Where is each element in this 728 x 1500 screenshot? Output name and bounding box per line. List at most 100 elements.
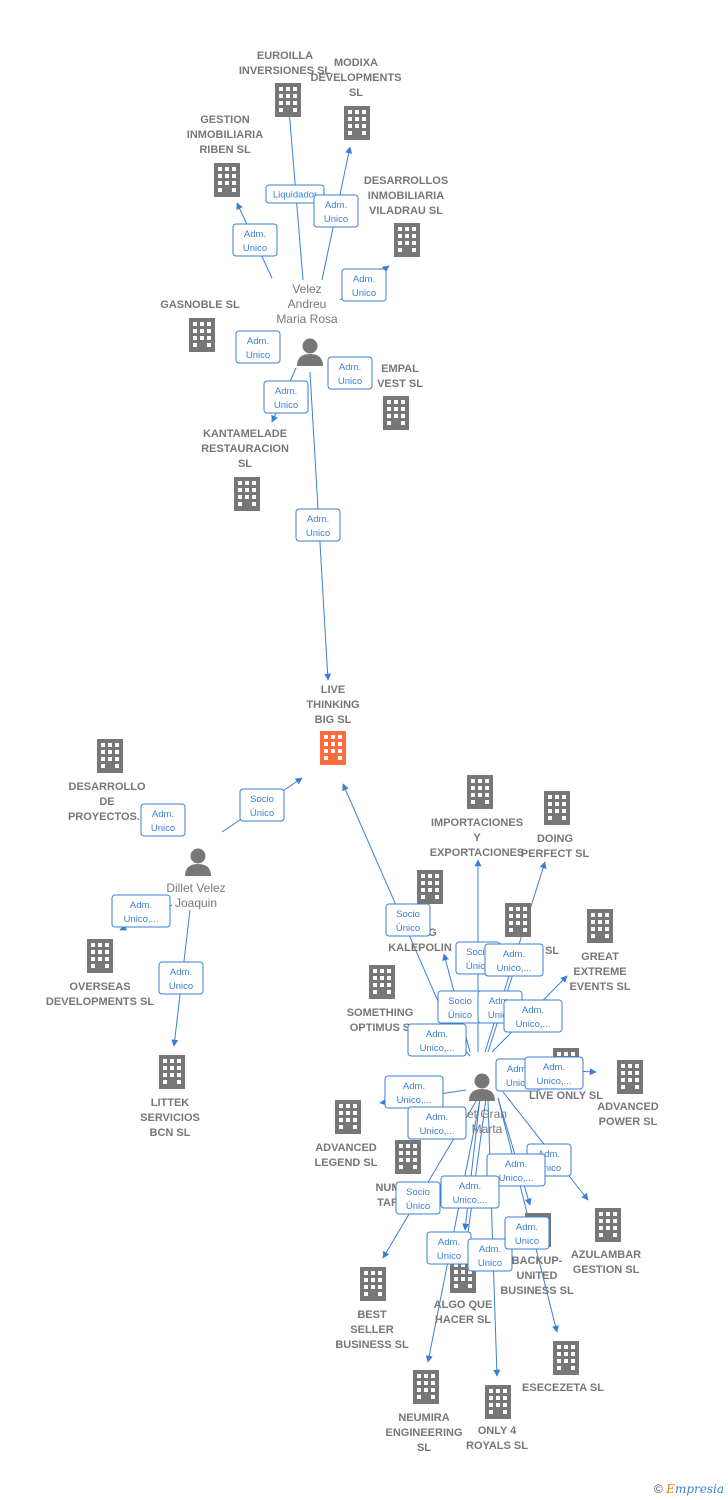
relation-label-text: Unico,... xyxy=(537,1076,572,1087)
company-only4-label: ONLY 4 xyxy=(478,1425,517,1437)
building-icon xyxy=(413,1370,439,1404)
company-node-sl_mid[interactable]: SL xyxy=(505,903,559,957)
relation-label-e3[interactable]: Adm.Unico xyxy=(232,223,278,257)
relation-label-e2[interactable]: Adm.Unico xyxy=(313,194,359,228)
company-kalepolin-label: KALEPOLIN xyxy=(388,942,452,954)
relation-label-text: Adm. xyxy=(507,1064,529,1075)
company-great-label: EVENTS SL xyxy=(569,981,630,993)
person-velez-label: Maria Rosa xyxy=(276,312,338,326)
relation-label-e10[interactable]: Adm.Unico xyxy=(140,803,186,837)
company-node-gasnoble[interactable]: GASNOBLE SL xyxy=(160,299,240,352)
company-bestseller-label: BEST xyxy=(357,1309,387,1321)
relation-label-e23[interactable]: Adm.Unico,... xyxy=(407,1106,467,1140)
relation-label-e6[interactable]: Adm.Unico xyxy=(327,356,373,390)
company-euroilla-label: INVERSIONES SL xyxy=(239,65,332,77)
relation-label-text: Adm. xyxy=(170,967,192,978)
relation-label-e21[interactable]: Adm. Unico,... xyxy=(524,1056,584,1090)
relation-label-text: Adm. xyxy=(426,1029,448,1040)
company-advpower-label: POWER SL xyxy=(599,1116,658,1128)
company-gasnoble-label: GASNOBLE SL xyxy=(160,299,240,311)
company-node-something[interactable]: SOMETHING OPTIMUS S xyxy=(347,965,414,1034)
relation-label-e28[interactable]: Adm.Unico xyxy=(426,1231,472,1265)
company-doing-label: DOING xyxy=(537,833,573,845)
company-backup-label: BUSINESS SL xyxy=(500,1285,574,1297)
building-icon xyxy=(505,903,531,937)
relation-label-text: Adm. xyxy=(426,1112,448,1123)
relation-label-e8[interactable]: Adm.Unico xyxy=(295,508,341,542)
company-something-label: OPTIMUS S xyxy=(350,1022,411,1034)
copyright-icon: © xyxy=(653,1482,663,1496)
relation-label-text: Unico,... xyxy=(516,1019,551,1030)
company-node-doing[interactable]: DOING PERFECT SL xyxy=(521,791,590,860)
company-node-liveonly[interactable]: LIVE ONLY SL xyxy=(529,1048,603,1102)
relation-label-text: Unico,... xyxy=(124,914,159,925)
relation-label-e25[interactable]: Adm.Unico,... xyxy=(486,1153,546,1187)
relation-edge-21 xyxy=(487,1099,501,1377)
company-azulambar-label: AZULAMBAR xyxy=(571,1249,641,1261)
company-algoque-label: HACER SL xyxy=(435,1314,492,1326)
relation-label-e22[interactable]: Adm.Unico,... xyxy=(384,1075,444,1109)
relation-edge-20 xyxy=(425,1099,481,1363)
building-icon xyxy=(485,1385,511,1419)
relation-label-e4[interactable]: Adm.Unico xyxy=(341,268,387,302)
relation-label-text: Unico,... xyxy=(497,963,532,974)
relation-label-e11[interactable]: Adm.Unico,... xyxy=(111,894,171,928)
relation-label-e30[interactable]: Adm.Unico xyxy=(504,1216,550,1250)
company-sl_mid-label: SL xyxy=(545,945,559,957)
relation-label-e19[interactable]: Adm.Unico,... xyxy=(407,1023,467,1057)
company-node-des_proy[interactable]: DESARROLLODEPROYECTOS... xyxy=(68,739,146,823)
relation-label-text: Socio xyxy=(250,794,274,805)
company-doing-label: PERFECT SL xyxy=(521,848,590,860)
person-gran-label: et Gran xyxy=(467,1107,507,1121)
relation-label-e18[interactable]: Adm.Unico,... xyxy=(503,999,563,1033)
company-node-esecezeta[interactable]: ESECEZETA SL xyxy=(522,1341,604,1394)
relation-label-e12[interactable]: Adm.Unico xyxy=(158,961,204,995)
relation-label-e29[interactable]: Adm.Unico xyxy=(467,1238,513,1272)
relation-label-e7[interactable]: Adm.Unico xyxy=(263,380,309,414)
brand-logo[interactable]: Empresia xyxy=(666,1482,724,1496)
relation-label-text: Adm. xyxy=(543,1062,565,1073)
relation-label-e5[interactable]: Adm.Unico xyxy=(235,330,281,364)
relation-label-text: Único xyxy=(250,808,274,819)
relation-label-e27[interactable]: Adm.Unico,... xyxy=(440,1175,500,1209)
relation-label-text: Unico xyxy=(274,400,298,411)
relation-label-text: Unico xyxy=(437,1251,461,1262)
relation-label-e1[interactable]: Liquidador xyxy=(265,184,325,204)
company-something-label: SOMETHING xyxy=(347,1007,414,1019)
relation-label-e15[interactable]: Adm.Unico,... xyxy=(484,943,544,977)
relation-label-text: Unico xyxy=(352,288,376,299)
building-icon xyxy=(467,775,493,809)
building-icon xyxy=(587,909,613,943)
company-empal-label: VEST SL xyxy=(377,378,423,390)
relation-label-text: Unico xyxy=(488,1010,512,1021)
building-icon xyxy=(395,1140,421,1174)
